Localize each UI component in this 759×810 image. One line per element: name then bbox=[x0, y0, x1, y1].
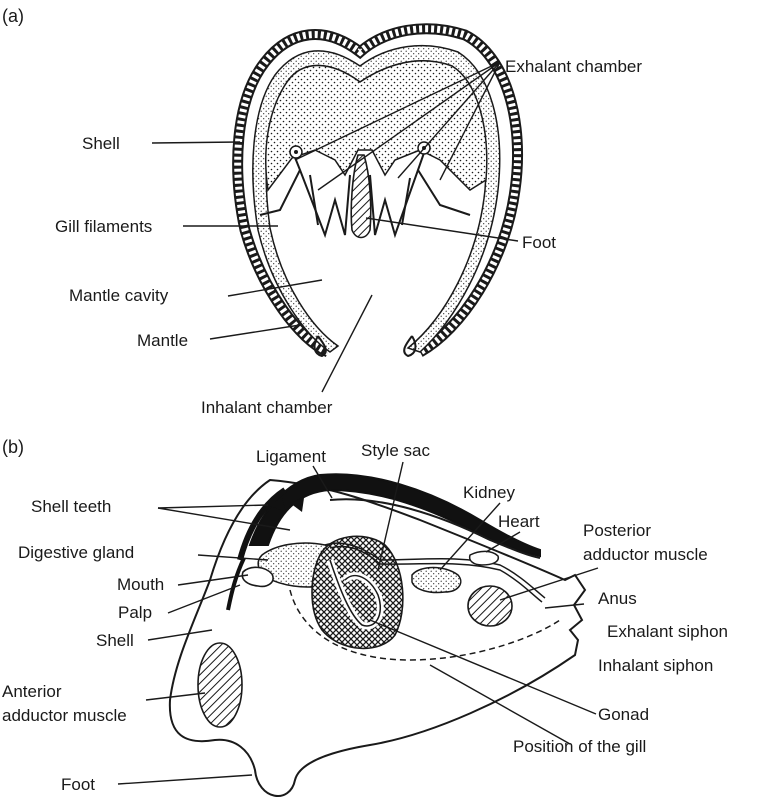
label-anus: Anus bbox=[598, 589, 637, 608]
label-foot-b: Foot bbox=[61, 775, 95, 794]
label-digestive-gland: Digestive gland bbox=[18, 543, 134, 562]
label-exhalant-siphon: Exhalant siphon bbox=[607, 622, 728, 641]
label-gill-filaments: Gill filaments bbox=[55, 217, 152, 236]
label-inhalant-chamber: Inhalant chamber bbox=[201, 398, 333, 417]
label-exhalant-chamber: Exhalant chamber bbox=[505, 57, 642, 76]
label-posterior-line2: adductor muscle bbox=[583, 545, 708, 564]
panel-b-tag: (b) bbox=[2, 437, 24, 457]
label-shell-a: Shell bbox=[82, 134, 120, 153]
panel-b-heart bbox=[470, 551, 499, 565]
label-foot-a: Foot bbox=[522, 233, 556, 252]
panel-a-foot bbox=[351, 155, 371, 238]
label-style-sac: Style sac bbox=[361, 441, 430, 460]
panel-b-anterior-adductor bbox=[198, 643, 242, 727]
label-mantle: Mantle bbox=[137, 331, 188, 350]
label-anterior-line1: Anterior bbox=[2, 682, 62, 701]
label-kidney: Kidney bbox=[463, 483, 515, 502]
label-palp: Palp bbox=[118, 603, 152, 622]
panel-b-kidney bbox=[412, 568, 461, 593]
label-inhalant-siphon: Inhalant siphon bbox=[598, 656, 713, 675]
label-ligament: Ligament bbox=[256, 447, 326, 466]
label-gonad: Gonad bbox=[598, 705, 649, 724]
label-shell-teeth: Shell teeth bbox=[31, 497, 111, 516]
label-position-of-gill: Position of the gill bbox=[513, 737, 646, 756]
label-mouth: Mouth bbox=[117, 575, 164, 594]
label-posterior-line1: Posterior bbox=[583, 521, 651, 540]
label-anterior-line2: adductor muscle bbox=[2, 706, 127, 725]
label-mantle-cavity: Mantle cavity bbox=[69, 286, 169, 305]
panel-b-gonad bbox=[312, 536, 403, 648]
panel-b-mouth-palp bbox=[242, 567, 273, 586]
panel-b-posterior-adductor bbox=[468, 586, 512, 626]
label-heart: Heart bbox=[498, 512, 540, 531]
panel-a-tag: (a) bbox=[2, 6, 24, 26]
label-shell-b: Shell bbox=[96, 631, 134, 650]
